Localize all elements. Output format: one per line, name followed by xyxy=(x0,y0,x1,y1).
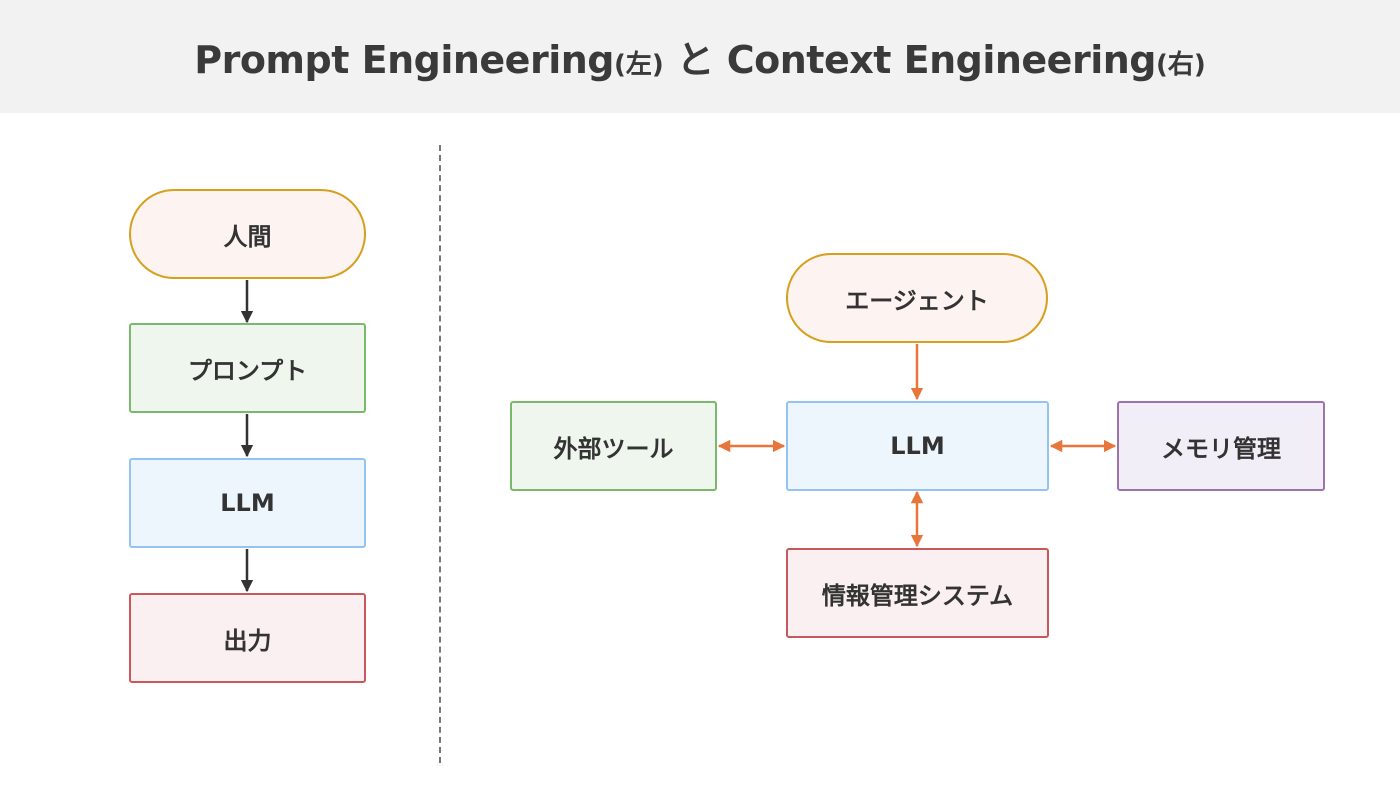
node-human-label: 人間 xyxy=(223,222,272,251)
node-llm-right-label: LLM xyxy=(890,432,945,460)
title-context-engineering: Context Engineering xyxy=(726,38,1157,82)
node-external-tools-label: 外部ツール xyxy=(553,434,674,463)
section-divider xyxy=(439,145,441,763)
node-llm-right: LLM xyxy=(786,401,1049,491)
node-info-system-label: 情報管理システム xyxy=(821,581,1014,610)
header-bar: Prompt Engineering(左) と Context Engineer… xyxy=(0,0,1400,113)
node-agent-label: エージェント xyxy=(845,286,989,315)
node-prompt-label: プロンプト xyxy=(187,356,308,385)
node-info-system: 情報管理システム xyxy=(786,548,1049,638)
title-right-marker: (右) xyxy=(1155,50,1206,80)
title-left-marker: (左) xyxy=(613,50,664,80)
node-llm-left-label: LLM xyxy=(220,489,275,517)
node-output: 出力 xyxy=(129,593,366,683)
title-joiner: と xyxy=(663,38,727,82)
node-memory: メモリ管理 xyxy=(1117,401,1325,491)
node-memory-label: メモリ管理 xyxy=(1161,434,1281,463)
page-title: Prompt Engineering(左) と Context Engineer… xyxy=(194,29,1206,84)
node-agent: エージェント xyxy=(786,253,1048,343)
node-output-label: 出力 xyxy=(223,626,272,655)
node-llm-left: LLM xyxy=(129,458,366,548)
title-prompt-engineering: Prompt Engineering xyxy=(194,38,614,82)
node-prompt: プロンプト xyxy=(129,323,366,413)
node-human: 人間 xyxy=(129,189,366,279)
node-external-tools: 外部ツール xyxy=(510,401,717,491)
